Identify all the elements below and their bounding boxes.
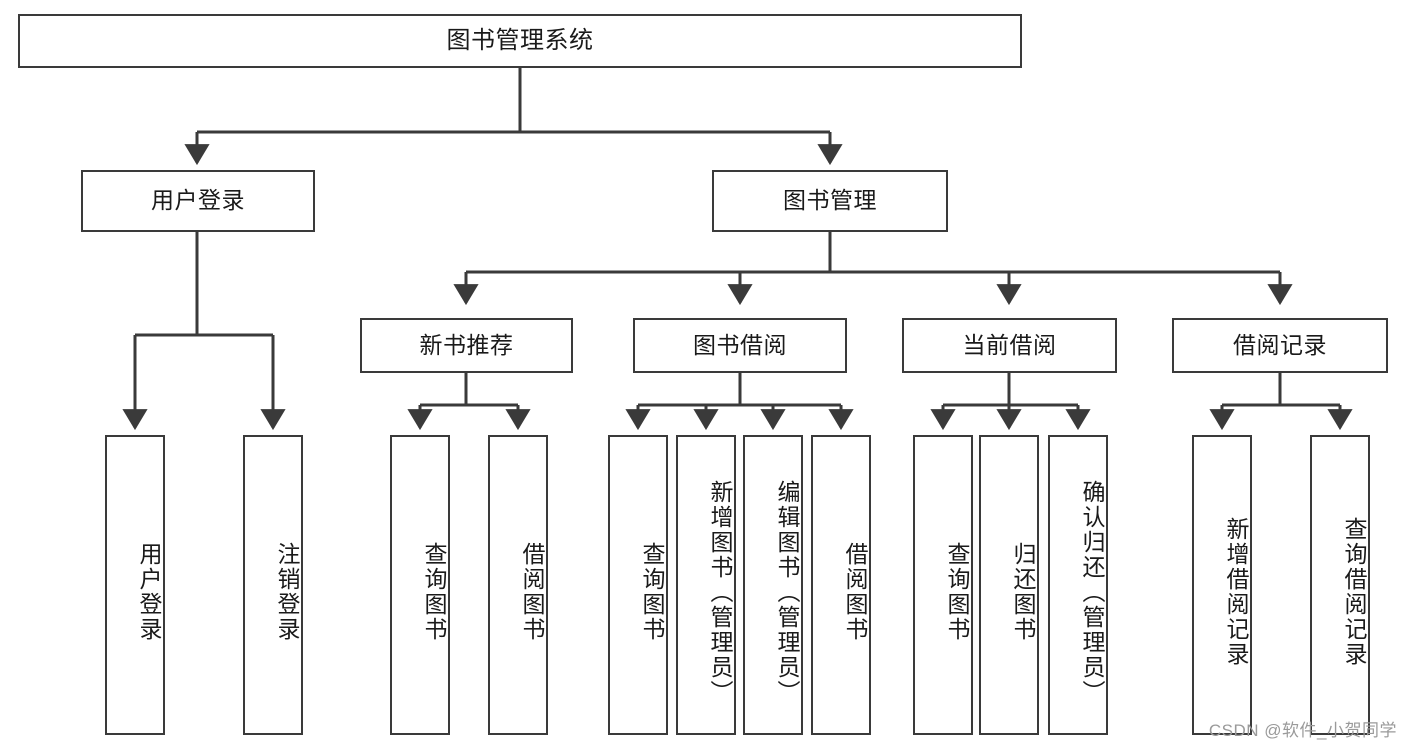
node-leaf-return-book-label: 归还图书 xyxy=(1010,542,1036,642)
node-leaf-query-book-2[interactable]: 查询图书 xyxy=(608,435,668,735)
node-leaf-borrow-book-1[interactable]: 借阅图书 xyxy=(488,435,548,735)
node-book-borrow[interactable]: 图书借阅 xyxy=(633,318,847,373)
node-current-borrow-label: 当前借阅 xyxy=(962,331,1057,358)
node-leaf-user-logout-label: 注销登录 xyxy=(274,542,300,642)
node-new-book-rec-label: 新书推荐 xyxy=(419,331,514,358)
node-leaf-return-book[interactable]: 归还图书 xyxy=(979,435,1039,735)
node-leaf-query-book-1[interactable]: 查询图书 xyxy=(390,435,450,735)
node-leaf-add-book[interactable]: 新增图书（管理员） xyxy=(676,435,736,735)
node-leaf-query-record[interactable]: 查询借阅记录 xyxy=(1310,435,1370,735)
node-user-login-label: 用户登录 xyxy=(151,187,245,214)
node-new-book-rec[interactable]: 新书推荐 xyxy=(360,318,573,373)
node-leaf-borrow-book-2[interactable]: 借阅图书 xyxy=(811,435,871,735)
node-root-label: 图书管理系统 xyxy=(446,26,594,54)
node-book-manage-label: 图书管理 xyxy=(783,187,877,214)
node-user-login[interactable]: 用户登录 xyxy=(81,170,315,232)
node-leaf-add-record-label: 新增借阅记录 xyxy=(1223,517,1249,667)
node-leaf-borrow-book-1-label: 借阅图书 xyxy=(519,542,545,642)
node-leaf-user-login[interactable]: 用户登录 xyxy=(105,435,165,735)
node-current-borrow[interactable]: 当前借阅 xyxy=(902,318,1117,373)
node-borrow-record-label: 借阅记录 xyxy=(1233,331,1327,358)
node-leaf-query-book-3-label: 查询图书 xyxy=(944,542,970,642)
node-book-manage[interactable]: 图书管理 xyxy=(712,170,948,232)
node-book-borrow-label: 图书借阅 xyxy=(693,331,787,358)
node-leaf-query-record-label: 查询借阅记录 xyxy=(1341,517,1367,667)
node-borrow-record[interactable]: 借阅记录 xyxy=(1172,318,1388,373)
node-leaf-query-book-2-label: 查询图书 xyxy=(639,542,665,642)
node-leaf-confirm-return[interactable]: 确认归还（管理员） xyxy=(1048,435,1108,735)
node-leaf-add-record[interactable]: 新增借阅记录 xyxy=(1192,435,1252,735)
node-leaf-confirm-return-label: 确认归还（管理员） xyxy=(1079,479,1105,705)
node-leaf-user-logout[interactable]: 注销登录 xyxy=(243,435,303,735)
node-leaf-edit-book[interactable]: 编辑图书（管理员） xyxy=(743,435,803,735)
node-leaf-borrow-book-2-label: 借阅图书 xyxy=(842,542,868,642)
node-leaf-query-book-1-label: 查询图书 xyxy=(421,542,447,642)
node-leaf-user-login-label: 用户登录 xyxy=(136,542,162,642)
node-leaf-edit-book-label: 编辑图书（管理员） xyxy=(774,479,800,705)
node-leaf-add-book-label: 新增图书（管理员） xyxy=(707,479,733,705)
watermark: CSDN @软件_小贺同学 xyxy=(1208,721,1397,740)
node-root[interactable]: 图书管理系统 xyxy=(18,14,1022,68)
node-leaf-query-book-3[interactable]: 查询图书 xyxy=(913,435,973,735)
